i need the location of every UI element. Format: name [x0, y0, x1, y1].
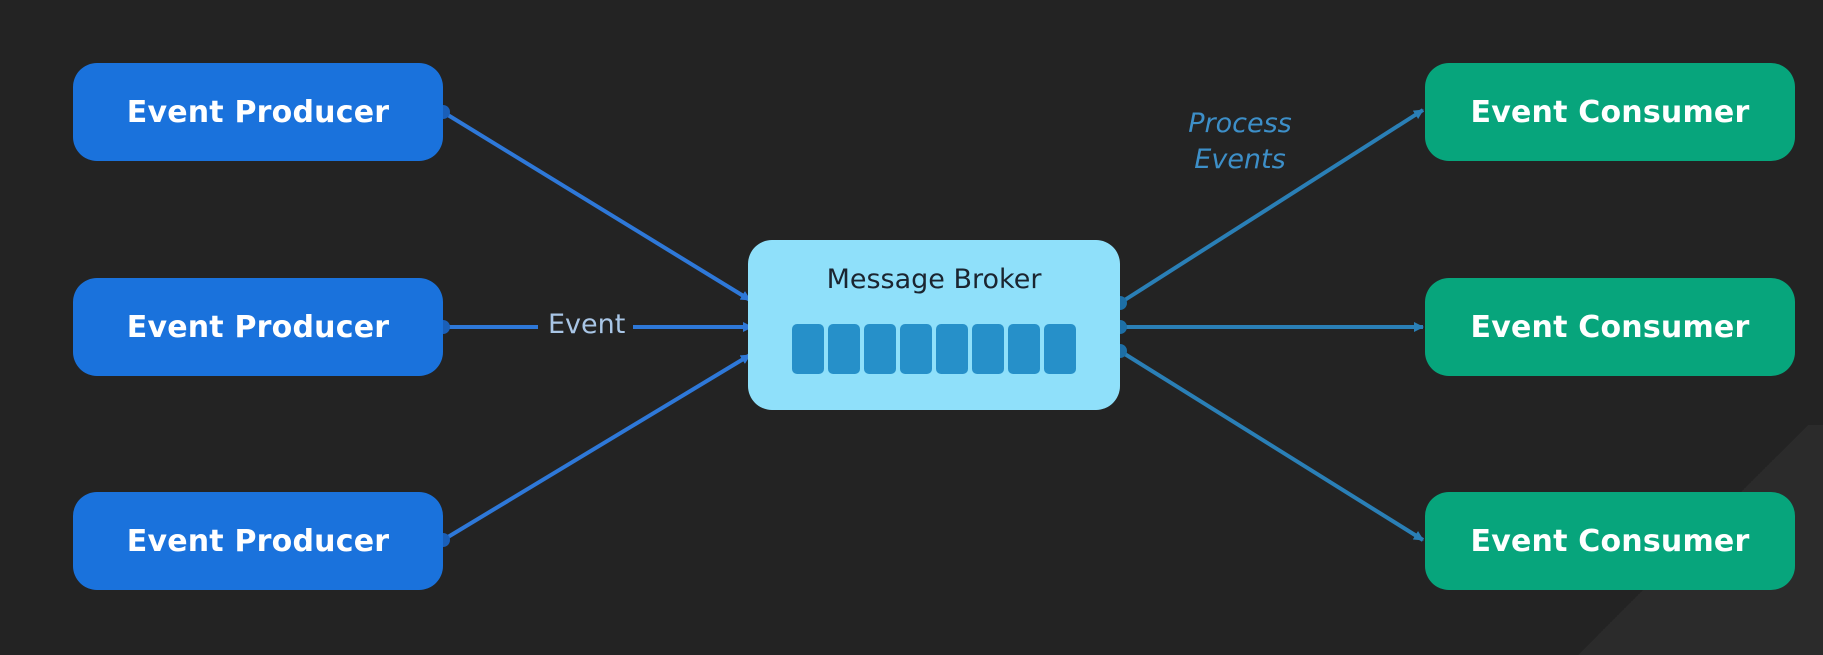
queue-slot	[864, 324, 896, 374]
event-consumer-label: Event Consumer	[1470, 523, 1750, 559]
queue-slot	[792, 324, 824, 374]
producer-3-arrow	[441, 353, 752, 542]
event-producer-label: Event Producer	[126, 309, 390, 345]
event-consumer-3: Event Consumer	[1425, 492, 1795, 590]
message-broker: Message Broker	[748, 240, 1120, 410]
event-label: Event	[540, 309, 634, 340]
queue-slot	[1044, 324, 1076, 374]
event-consumer-label: Event Consumer	[1470, 309, 1750, 345]
event-producer-2: Event Producer	[73, 278, 443, 376]
event-producer-3: Event Producer	[73, 492, 443, 590]
consumer-3-arrow	[1118, 349, 1425, 542]
event-consumer-label: Event Consumer	[1470, 94, 1750, 130]
event-producer-label: Event Producer	[126, 523, 390, 559]
producer-1-arrow	[441, 110, 752, 302]
queue-slot	[900, 324, 932, 374]
event-consumer-2: Event Consumer	[1425, 278, 1795, 376]
queue-slot	[972, 324, 1004, 374]
message-queue	[792, 324, 1076, 374]
queue-slot	[828, 324, 860, 374]
queue-slot	[1008, 324, 1040, 374]
message-broker-title: Message Broker	[826, 264, 1042, 295]
queue-slot	[936, 324, 968, 374]
event-producer-label: Event Producer	[126, 94, 390, 130]
event-producer-1: Event Producer	[73, 63, 443, 161]
process-events-label: Process Events	[1188, 108, 1292, 175]
event-consumer-1: Event Consumer	[1425, 63, 1795, 161]
consumer-1-arrow	[1118, 108, 1425, 305]
